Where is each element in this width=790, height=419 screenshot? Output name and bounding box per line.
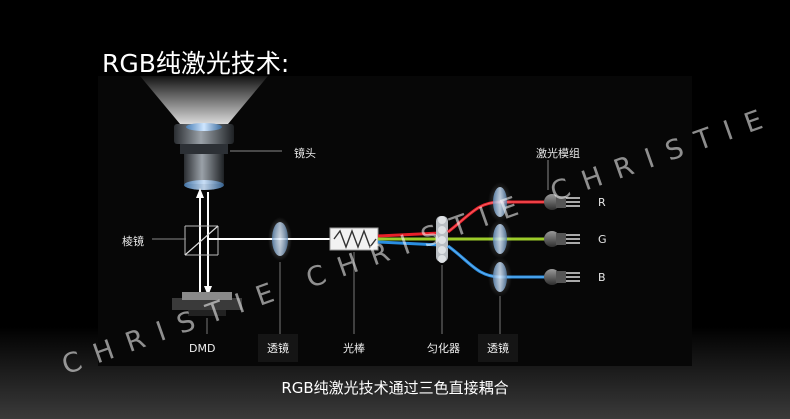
arrow-up-icon [196,188,204,198]
laser-module-label: 激光模组 [536,147,580,160]
projection-lens-icon [174,123,234,190]
homogenizer-tag: 匀化器 [427,342,460,355]
lens-label: 镜头 [294,147,316,160]
r-label: R [598,196,606,209]
prism-label: 棱镜 [122,235,144,248]
transmit-lens-1-icon [268,217,292,261]
page-title: RGB纯激光技术: [102,49,290,78]
dmd-chip-icon [172,292,242,316]
laser-module-blue-icon [544,269,580,285]
g-label: G [598,233,607,246]
prism-icon [184,225,219,256]
laser-module-red-icon [544,194,580,210]
homogenizer-icon [436,216,448,263]
b-label: B [598,271,606,284]
projection-beam [140,76,268,124]
arrow-down-icon [204,286,212,296]
transmit-lens-1-tag: 透镜 [258,334,298,362]
dmd-tag: DMD [189,342,216,355]
laser-module-green-icon [544,231,580,247]
transmit-lens-2-tag: 透镜 [478,334,518,362]
transmit-lens-2-icon [488,182,512,297]
light-rod-tag: 光棒 [343,342,365,355]
diagram-caption: RGB纯激光技术通过三色直接耦合 [281,379,509,397]
